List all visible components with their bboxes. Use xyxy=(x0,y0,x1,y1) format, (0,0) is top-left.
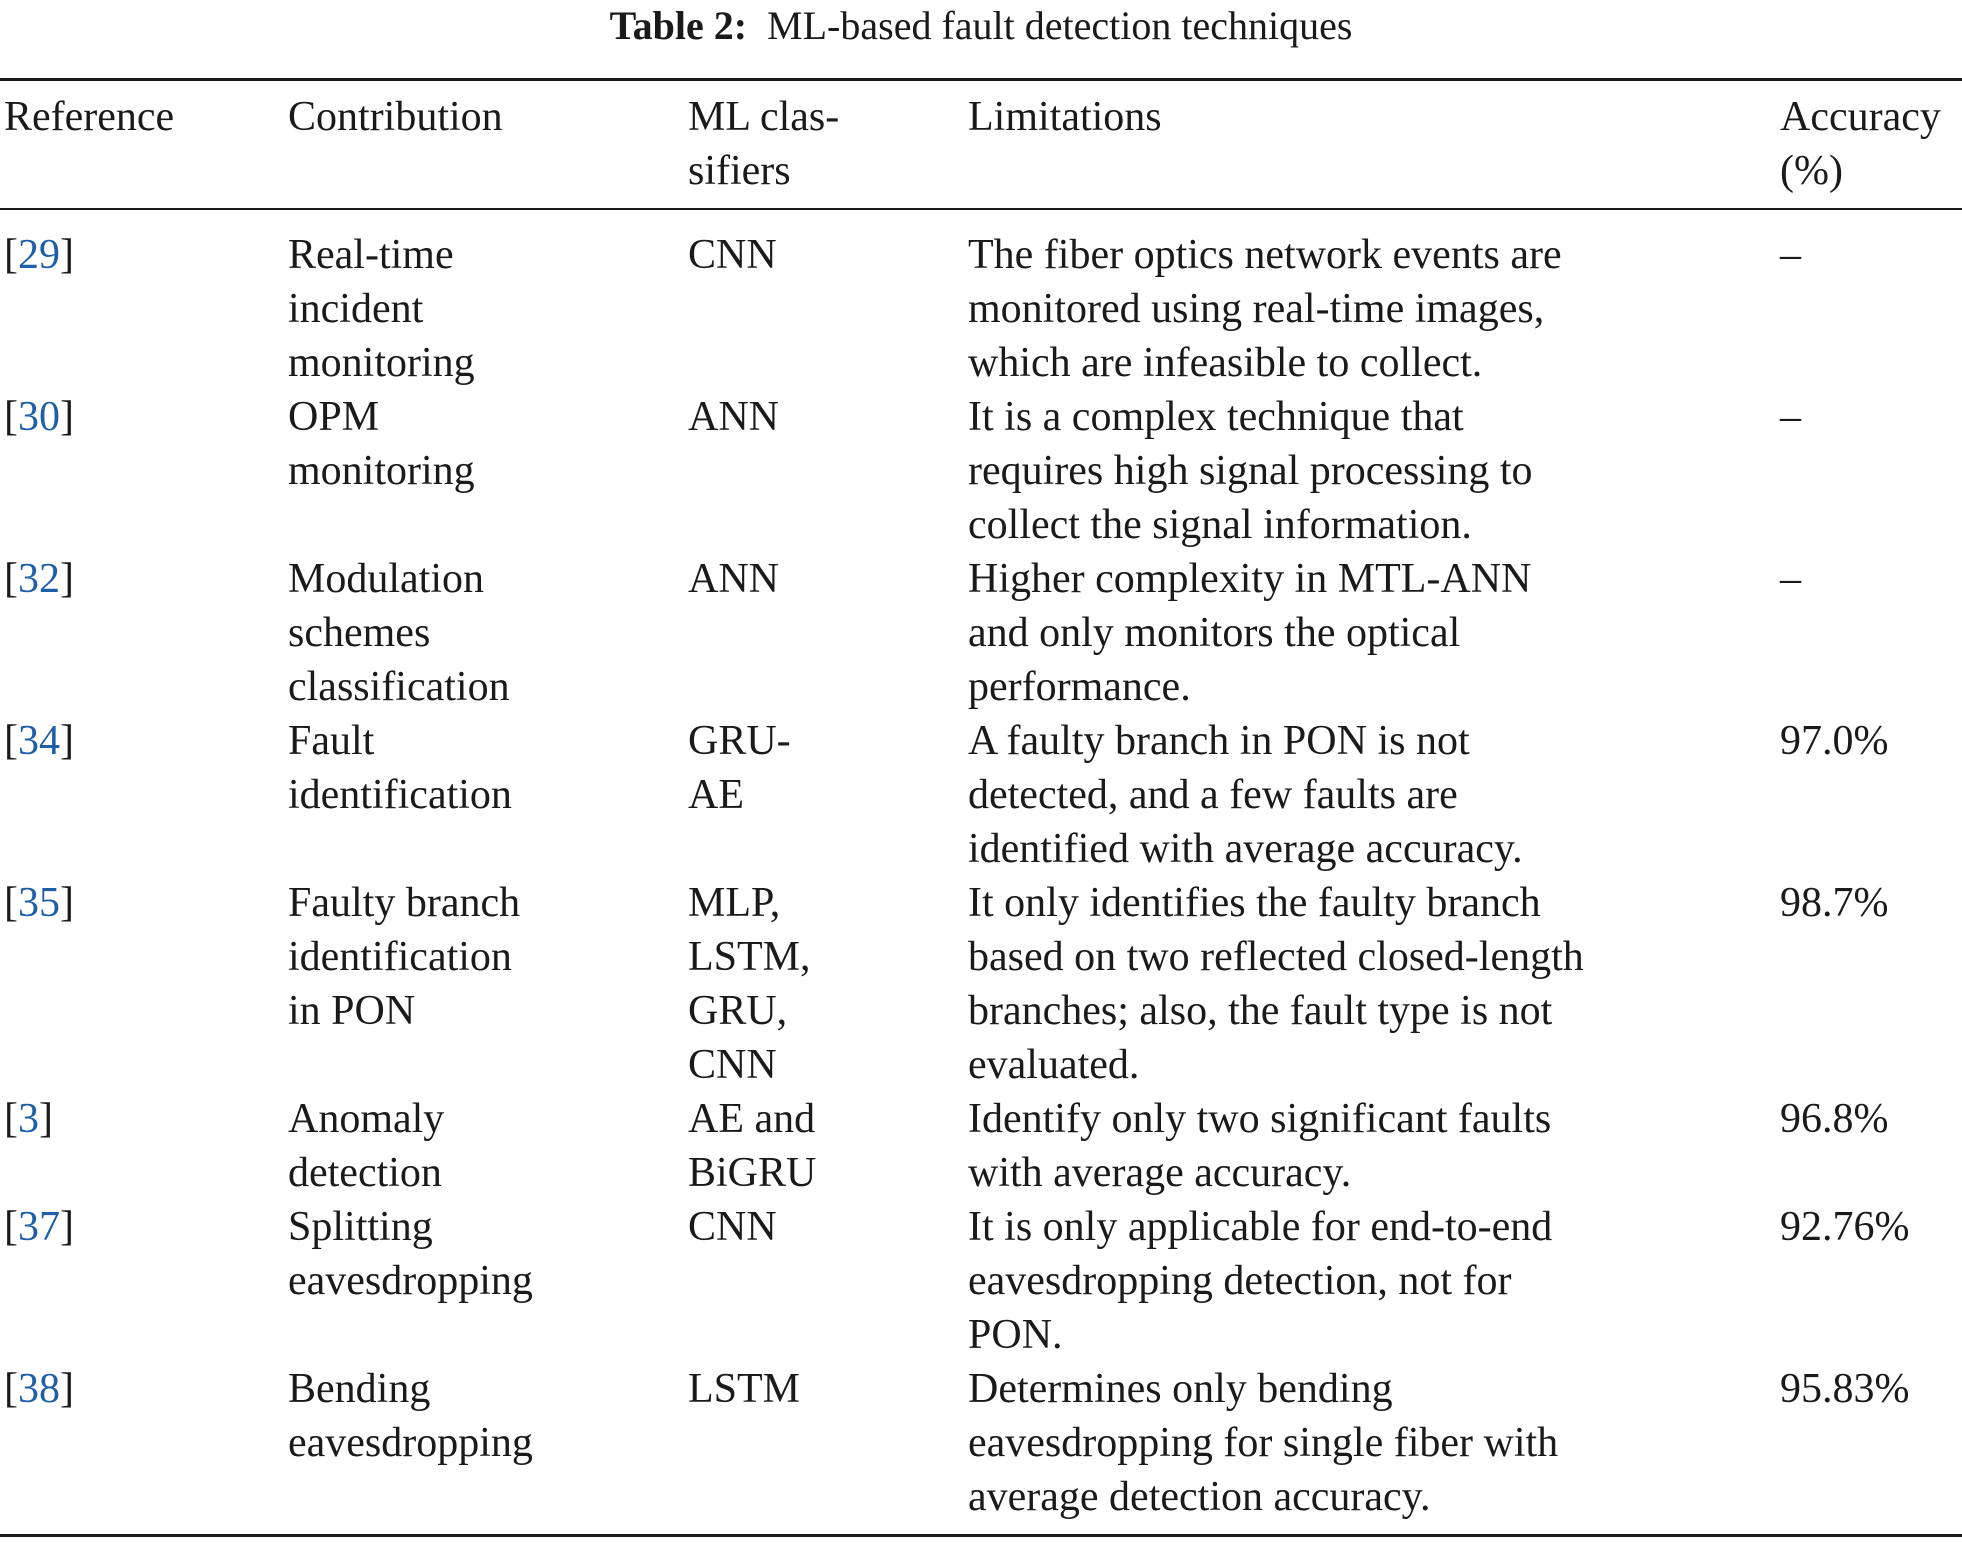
reference-link[interactable]: 38 xyxy=(18,1366,60,1412)
cell-contribution: OPM monitoring xyxy=(288,394,475,494)
table-row: [37] Splitting eavesdropping CNN It is only… xyxy=(0,1200,1962,1362)
cell-reference: [29] xyxy=(4,232,74,278)
cell-reference: [38] xyxy=(4,1366,74,1412)
reference-link[interactable]: 30 xyxy=(18,394,60,440)
cell-limitations: Determines only bending eavesdropping fo… xyxy=(968,1366,1559,1520)
cell-accuracy: 98.7% xyxy=(1780,880,1889,926)
table-row: [3] Anomaly detection AE and BiGRU Identify… xyxy=(0,1092,1962,1200)
fault-detection-table: Reference Contribution ML clas- sifiers … xyxy=(0,78,1962,1537)
cell-limitations: It is only applicable for end-to-end eav… xyxy=(968,1204,1553,1358)
cell-ml-classifiers: ANN xyxy=(688,394,779,440)
cell-accuracy: – xyxy=(1780,394,1801,440)
table-header-row: Reference Contribution ML clas- sifiers … xyxy=(0,79,1962,209)
cell-limitations: It only identifies the faulty branch bas… xyxy=(968,880,1584,1088)
cell-reference: [3] xyxy=(4,1096,53,1142)
cell-contribution: Anomaly detection xyxy=(288,1096,445,1196)
cell-limitations: Identify only two significant faults wit… xyxy=(968,1096,1552,1196)
cell-limitations: Higher complexity in MTL-ANN and only mo… xyxy=(968,556,1532,710)
cell-contribution: Modulation schemes classification xyxy=(288,556,510,710)
cell-ml-classifiers: LSTM xyxy=(688,1366,801,1412)
reference-link[interactable]: 3 xyxy=(18,1096,39,1142)
cell-limitations: The fiber optics network events are moni… xyxy=(968,232,1562,386)
cell-ml-classifiers: ANN xyxy=(688,556,779,602)
cell-ml-classifiers: GRU- AE xyxy=(688,718,791,818)
table-row: [32] Modulation schemes classification ANN… xyxy=(0,552,1962,714)
reference-link[interactable]: 29 xyxy=(18,232,60,278)
header-limitations: Limitations xyxy=(968,94,1162,140)
cell-contribution: Faulty branch identification in PON xyxy=(288,880,521,1034)
cell-ml-classifiers: CNN xyxy=(688,232,777,278)
cell-accuracy: 97.0% xyxy=(1780,718,1889,764)
reference-link[interactable]: 37 xyxy=(18,1204,60,1250)
cell-ml-classifiers: MLP, LSTM, GRU, CNN xyxy=(688,880,811,1088)
reference-link[interactable]: 32 xyxy=(18,556,60,602)
cell-accuracy: 95.83% xyxy=(1780,1366,1910,1412)
table-row: [38] Bending eavesdropping LSTM Determines … xyxy=(0,1362,1962,1536)
cell-limitations: A faulty branch in PON is not detected, … xyxy=(968,718,1523,872)
table-caption-label: Table 2: xyxy=(609,3,748,48)
table-caption: Table 2: ML-based fault detection techni… xyxy=(0,0,1962,52)
table-container: Reference Contribution ML clas- sifiers … xyxy=(0,78,1962,1537)
cell-accuracy: 92.76% xyxy=(1780,1204,1910,1250)
cell-accuracy: – xyxy=(1780,232,1801,278)
table-caption-title: ML-based fault detection techniques xyxy=(767,3,1353,48)
reference-link[interactable]: 34 xyxy=(18,718,60,764)
header-ml-classifiers: ML clas- sifiers xyxy=(688,94,840,194)
cell-contribution: Bending eavesdropping xyxy=(288,1366,533,1466)
cell-contribution: Splitting eavesdropping xyxy=(288,1204,533,1304)
cell-reference: [34] xyxy=(4,718,74,764)
cell-contribution: Fault identification xyxy=(288,718,512,818)
header-contribution: Contribution xyxy=(288,94,503,140)
cell-limitations: It is a complex technique that requires … xyxy=(968,394,1533,548)
cell-ml-classifiers: AE and BiGRU xyxy=(688,1096,817,1196)
table-row: [34] Fault identification GRU- AE A faulty … xyxy=(0,714,1962,876)
cell-ml-classifiers: CNN xyxy=(688,1204,777,1250)
cell-reference: [32] xyxy=(4,556,74,602)
table-row: [35] Faulty branch identification in PON M… xyxy=(0,876,1962,1092)
header-accuracy: Accuracy (%) xyxy=(1780,94,1941,194)
table-row: [30] OPM monitoring ANN It is a complex tec… xyxy=(0,390,1962,552)
reference-link[interactable]: 35 xyxy=(18,880,60,926)
header-reference: Reference xyxy=(4,94,175,140)
cell-accuracy: – xyxy=(1780,556,1801,602)
cell-accuracy: 96.8% xyxy=(1780,1096,1889,1142)
cell-contribution: Real-time incident monitoring xyxy=(288,232,475,386)
cell-reference: [30] xyxy=(4,394,74,440)
cell-reference: [35] xyxy=(4,880,74,926)
table-row: [29] Real-time incident monitoring CNN The … xyxy=(0,209,1962,390)
cell-reference: [37] xyxy=(4,1204,74,1250)
